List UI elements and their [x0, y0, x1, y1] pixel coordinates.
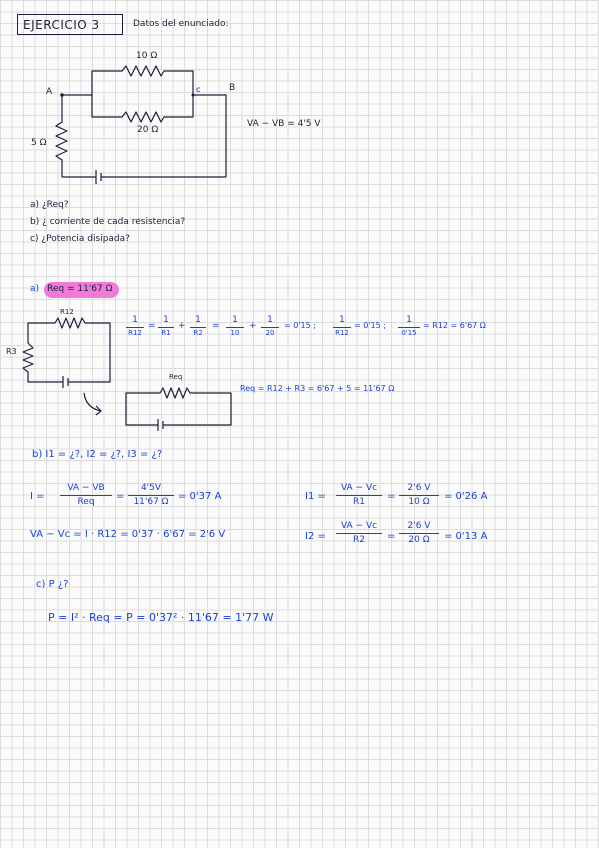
- data-statement-label: Datos del enunciado:: [133, 19, 229, 29]
- r-left-label: 5 Ω: [31, 138, 47, 148]
- question-b-answer: b) I1 = ¿?, I2 = ¿?, I3 = ¿?: [32, 449, 163, 460]
- equals-sign: =: [387, 491, 396, 502]
- question-b: b) ¿ corriente de cada resistencia?: [30, 217, 186, 227]
- current-i2-label: I2 =: [305, 531, 326, 542]
- question-c-answer: c) P ¿?: [36, 579, 69, 590]
- question-a: a) ¿Req?: [30, 200, 69, 210]
- req-label: Req: [169, 373, 183, 381]
- plus-sign: +: [249, 321, 257, 331]
- answer-a-result: Req = 11'67 Ω: [47, 284, 113, 294]
- answer-a-label: a): [30, 284, 40, 294]
- equals-sign: =: [387, 531, 396, 542]
- r12-label: R12: [60, 308, 74, 316]
- voltage-data: VA − VB = 4'5 V: [247, 119, 321, 129]
- plus-sign: +: [178, 321, 186, 331]
- current-i2-result: = 0'13 A: [444, 531, 488, 542]
- equation-partial-result: = 0'15 ;: [354, 321, 386, 330]
- current-i1-label: I1 =: [305, 491, 326, 502]
- question-c: c) ¿Potencia disipada?: [30, 234, 130, 244]
- equals-sign: =: [148, 321, 156, 331]
- r3-label: R3: [6, 347, 17, 356]
- equals-sign: =: [116, 491, 125, 502]
- power-equation: P = I² · Req = P = 0'37² · 11'67 = 1'77 …: [48, 611, 274, 624]
- node-b-label: B: [229, 83, 236, 93]
- r-bottom-label: 20 Ω: [137, 125, 159, 135]
- voltage-drop-equation: VA − Vc = I · R12 = 0'37 · 6'67 = 2'6 V: [30, 529, 226, 540]
- node-c-label: c: [196, 85, 201, 94]
- equals-sign: =: [212, 321, 220, 331]
- r12-result: = R12 = 6'67 Ω: [423, 321, 486, 330]
- result-highlight: [44, 282, 119, 298]
- node-a-label: A: [46, 87, 53, 97]
- exercise-title: EJERCICIO 3: [17, 14, 123, 35]
- equation-partial-result: = 0'15 ;: [284, 321, 316, 330]
- current-i1-result: = 0'26 A: [444, 491, 488, 502]
- r-top-label: 10 Ω: [136, 51, 158, 61]
- current-i-label: I =: [30, 491, 45, 502]
- current-i-result: = 0'37 A: [178, 491, 222, 502]
- req-equation: Req = R12 + R3 = 6'67 + 5 = 11'67 Ω: [240, 384, 395, 393]
